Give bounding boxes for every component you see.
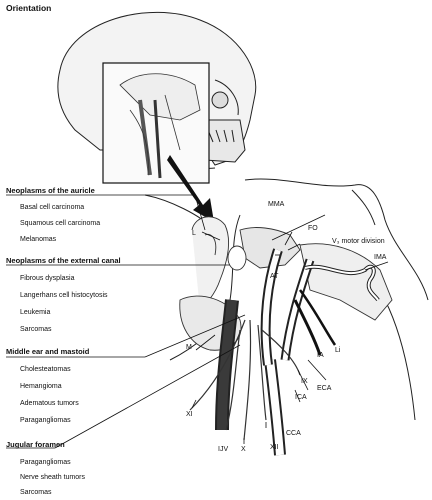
label-eca: ECA — [317, 385, 332, 392]
label-xii: XII — [270, 444, 279, 451]
label-x: X — [241, 446, 246, 453]
inset-structures — [119, 73, 201, 179]
section-heading-jugular-foramen: Jugular foramen — [6, 440, 65, 449]
page-title: Orientation — [6, 3, 52, 13]
label-cca: CCA — [286, 430, 301, 437]
section-heading-external-canal: Neoplasms of the external canal — [6, 256, 121, 265]
list-item: Paragangliomas — [20, 459, 71, 466]
label-ijv: IJV — [218, 446, 229, 453]
list-item: Melanomas — [20, 236, 57, 243]
label-m: M — [186, 344, 192, 351]
list-item: Langerhans cell histocytosis — [20, 292, 108, 299]
label-l: L — [192, 230, 196, 237]
list-item: Adematous tumors — [20, 400, 79, 407]
list-item: Leukemia — [20, 309, 51, 316]
list-item: Sarcomas — [20, 326, 52, 333]
temporal-bone — [227, 227, 301, 271]
label-ica: ICA — [295, 394, 307, 401]
list-item: Basal cell carcinoma — [20, 204, 85, 211]
list-item: Squamous cell carcinoma — [20, 220, 101, 227]
list-item: Fibrous dysplasia — [20, 275, 75, 282]
label-li: Li — [335, 347, 341, 354]
nerves — [189, 319, 301, 441]
list-item: Cholesteatomas — [20, 366, 71, 373]
leader-lines — [6, 194, 389, 449]
list-item: Sarcomas — [20, 489, 52, 496]
label-ix: IX — [301, 378, 308, 385]
label-fo: FO — [308, 225, 318, 232]
list-item: Paragangliomas — [20, 417, 71, 424]
orientation-arrow — [167, 155, 214, 222]
label-ia: IA — [317, 352, 324, 359]
label-ima: IMA — [374, 254, 387, 261]
label-v3-motor-division: V₃ motor division — [332, 238, 385, 245]
mandible-drawing — [299, 243, 393, 321]
section-heading-auricle: Neoplasms of the auricle — [6, 186, 95, 195]
list-item: Hemangioma — [20, 383, 62, 390]
list-item: Nerve sheath tumors — [20, 474, 85, 481]
label-at: AT — [270, 273, 279, 280]
section-heading-middle-ear: Middle ear and mastoid — [6, 347, 90, 356]
label-mma: MMA — [268, 201, 285, 208]
label-xi: XI — [186, 411, 193, 418]
